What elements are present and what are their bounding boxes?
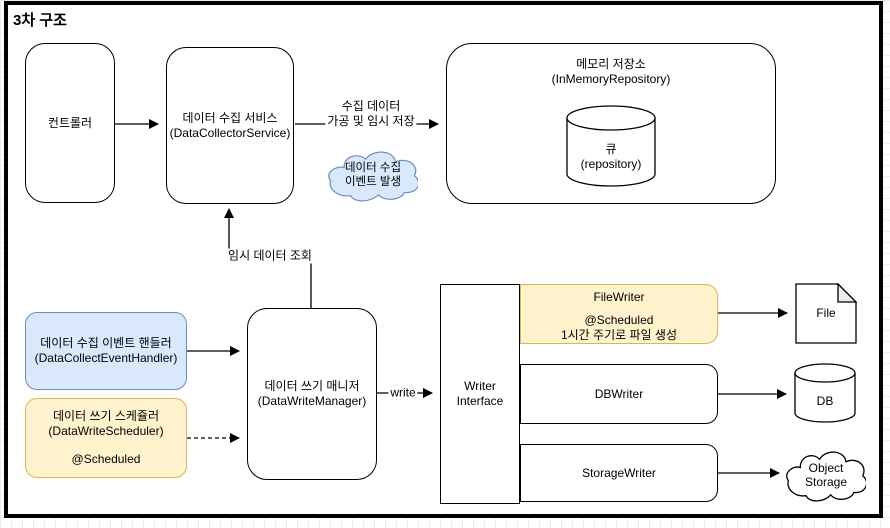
memrepo-label: 메모리 저장소	[576, 57, 646, 71]
handler-sublabel: (DataCollectEventHandler)	[34, 351, 178, 365]
handler-label: 데이터 수집 이벤트 핸들러	[40, 336, 172, 350]
node-data-write-scheduler: 데이터 쓰기 스케쥴러 (DataWriteScheduler) @Schedu…	[25, 398, 187, 478]
memrepo-sublabel: (InMemoryRepository)	[551, 72, 671, 86]
db-target: DB	[794, 363, 856, 423]
db-label: DB	[816, 393, 834, 408]
node-file-writer: FileWriter @Scheduled 1시간 주기로 파일 생성	[520, 284, 718, 344]
cloud-icon	[786, 451, 866, 502]
filewriter-note: 1시간 주기로 파일 생성	[560, 328, 678, 342]
node-data-collect-event-handler: 데이터 수집 이벤트 핸들러 (DataCollectEventHandler)	[25, 312, 187, 390]
node-writer-interface: Writer Interface	[440, 284, 520, 504]
edge-label-collect-line1: 수집 데이터	[341, 99, 401, 113]
storagewriter-label: StorageWriter	[582, 465, 656, 480]
node-controller: 컨트롤러	[25, 43, 115, 203]
scheduler-sublabel: (DataWriteScheduler)	[48, 424, 164, 438]
event-cloud-line2: 이벤트 발생	[344, 176, 402, 188]
edge-label-collect: 수집 데이터 가공 및 임시 저장	[325, 99, 417, 129]
object-storage-line1: Object	[808, 461, 844, 475]
event-cloud-line1: 데이터 수집	[344, 162, 402, 174]
queue-label-group: 큐 (repository)	[566, 105, 656, 187]
file-label-group: File	[795, 283, 857, 344]
edge-label-temp-query: 임시 데이터 조회	[226, 248, 314, 264]
cylinder-icon	[794, 363, 856, 423]
node-data-collector-service: 데이터 수집 서비스 (DataCollectorService)	[166, 47, 294, 204]
edge-label-collect-line2: 가공 및 임시 저장	[327, 114, 415, 128]
data-collect-event-cloud: 데이터 수집 이벤트 발생	[328, 146, 418, 204]
scheduler-label: 데이터 쓰기 스케쥴러	[52, 409, 160, 423]
manager-label: 데이터 쓰기 매니저	[264, 379, 360, 393]
object-storage-line2: Storage	[804, 475, 848, 489]
manager-sublabel: (DataWriteManager)	[257, 394, 367, 408]
node-data-write-manager: 데이터 쓰기 매니저 (DataWriteManager)	[247, 308, 377, 480]
queue-cylinder: 큐 (repository)	[566, 105, 656, 187]
filewriter-label: FileWriter	[593, 290, 645, 304]
queue-sublabel: (repository)	[580, 157, 642, 171]
cylinder-icon	[566, 105, 656, 187]
edge-label-write: write	[388, 385, 418, 401]
file-label: File	[816, 306, 836, 320]
file-target: File	[795, 283, 857, 344]
filewriter-annotation: @Scheduled	[584, 313, 654, 327]
winterface-line2: Interface	[456, 394, 504, 408]
diagram-title: 3차 구조	[13, 12, 67, 29]
collector-sublabel: (DataCollectorService)	[169, 125, 291, 140]
node-storage-writer: StorageWriter	[520, 444, 718, 502]
dbwriter-label: DBWriter	[594, 386, 644, 401]
collector-label: 데이터 수집 서비스	[182, 110, 278, 125]
queue-label: 큐	[605, 142, 617, 156]
cloud-icon	[328, 151, 418, 202]
event-cloud-label-group: 데이터 수집 이벤트 발생	[328, 146, 418, 204]
winterface-line1: Writer	[464, 379, 496, 393]
node-db-writer: DBWriter	[520, 364, 718, 424]
controller-label: 컨트롤러	[47, 115, 93, 130]
object-storage-target: Object Storage	[786, 446, 866, 504]
scheduler-annotation: @Scheduled	[71, 452, 141, 466]
document-icon	[795, 283, 857, 344]
object-storage-label-group: Object Storage	[786, 446, 866, 504]
db-label-group: DB	[794, 363, 856, 423]
